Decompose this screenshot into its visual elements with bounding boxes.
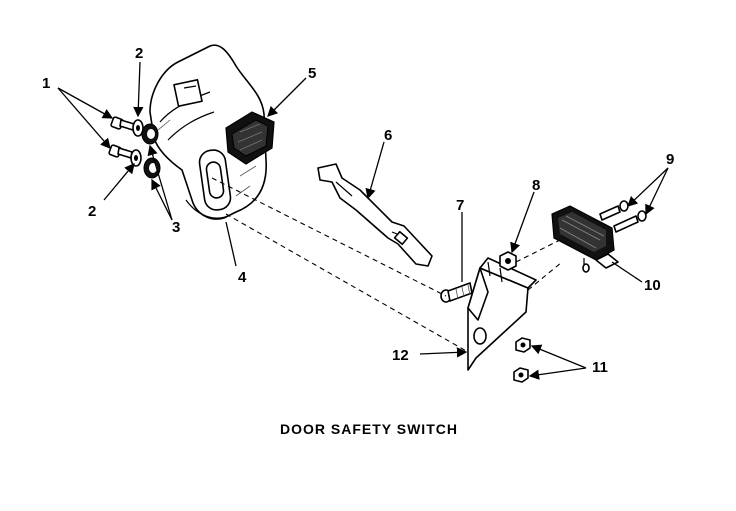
actuator-block: [225, 111, 275, 165]
callout-6: 6: [384, 127, 392, 144]
grommet-upper: [141, 123, 159, 145]
switch-body: [551, 205, 619, 273]
callout-3: 3: [172, 219, 180, 236]
screw-lower: [108, 144, 133, 159]
callout-9: 9: [666, 151, 674, 168]
diagram-caption: DOOR SAFETY SWITCH: [280, 421, 458, 437]
nut-upper: [499, 251, 517, 271]
callout-10: 10: [644, 277, 661, 294]
callout-2-upper: 2: [135, 45, 143, 62]
washer-upper: [132, 119, 144, 137]
callout-5: 5: [308, 65, 316, 82]
grommet-lower: [143, 157, 161, 179]
callout-labels: 1 2 2 3 4 5 6 7 8 9 10 11 12: [42, 45, 674, 376]
callout-4: 4: [238, 269, 247, 286]
callout-8: 8: [532, 177, 540, 194]
leader-lines: [57, 61, 669, 380]
mounting-bracket: [467, 257, 537, 371]
stud-pin: [440, 282, 473, 303]
callout-12: 12: [392, 347, 409, 364]
switch-screw-lower: [613, 210, 647, 233]
switch-screw-upper: [599, 200, 629, 221]
callout-1: 1: [42, 75, 50, 92]
nut-bracket-lower: [513, 367, 529, 383]
alignment-lines: [211, 177, 563, 353]
washer-lower: [130, 149, 142, 167]
callout-2-lower: 2: [88, 203, 96, 220]
callout-11: 11: [592, 359, 608, 376]
actuator-lever: [317, 163, 433, 267]
nut-bracket-upper: [515, 337, 531, 353]
callout-7: 7: [456, 197, 464, 214]
screw-upper: [110, 116, 135, 131]
